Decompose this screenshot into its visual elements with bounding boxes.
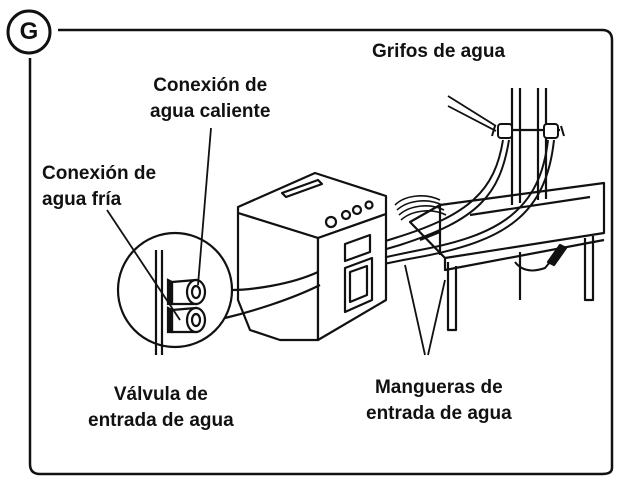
valve-magnifier	[116, 231, 321, 355]
faucet-pipes	[500, 88, 560, 205]
label-inlet-hoses-line-2: entrada de agua	[366, 403, 512, 424]
figure-badge-circle	[6, 9, 52, 55]
label-inlet-valve-line-1: Válvula de	[113, 384, 208, 405]
label-inlet-valve-line-2: entrada de agua	[88, 410, 234, 431]
label-cold-water-connection: Conexión de agua fría	[42, 161, 156, 213]
label-hot-water-line-1: Conexión de	[153, 75, 268, 96]
washing-machine	[236, 171, 388, 342]
figure-frame	[28, 28, 614, 476]
label-water-faucets-text: Grifos de agua	[372, 41, 506, 62]
label-cold-water-line-2: agua fría	[42, 189, 122, 210]
figure-badge: G	[19, 18, 39, 45]
label-water-faucets: Grifos de agua	[372, 39, 505, 65]
label-water-inlet-valve: Válvula de entrada de agua	[88, 382, 234, 434]
label-cold-water-line-1: Conexión de	[42, 163, 157, 184]
faucet-valves	[491, 123, 565, 139]
leader-lines	[106, 95, 497, 356]
laundry-tub	[408, 181, 606, 332]
label-water-inlet-hoses: Mangueras de entrada de agua	[366, 375, 512, 427]
drain-hose	[394, 195, 447, 221]
label-inlet-hoses-line-1: Mangueras de	[374, 377, 503, 398]
label-hot-water-connection: Conexión de agua caliente	[150, 73, 270, 125]
label-hot-water-line-2: agua caliente	[150, 101, 271, 122]
valve-connectors	[166, 278, 207, 334]
